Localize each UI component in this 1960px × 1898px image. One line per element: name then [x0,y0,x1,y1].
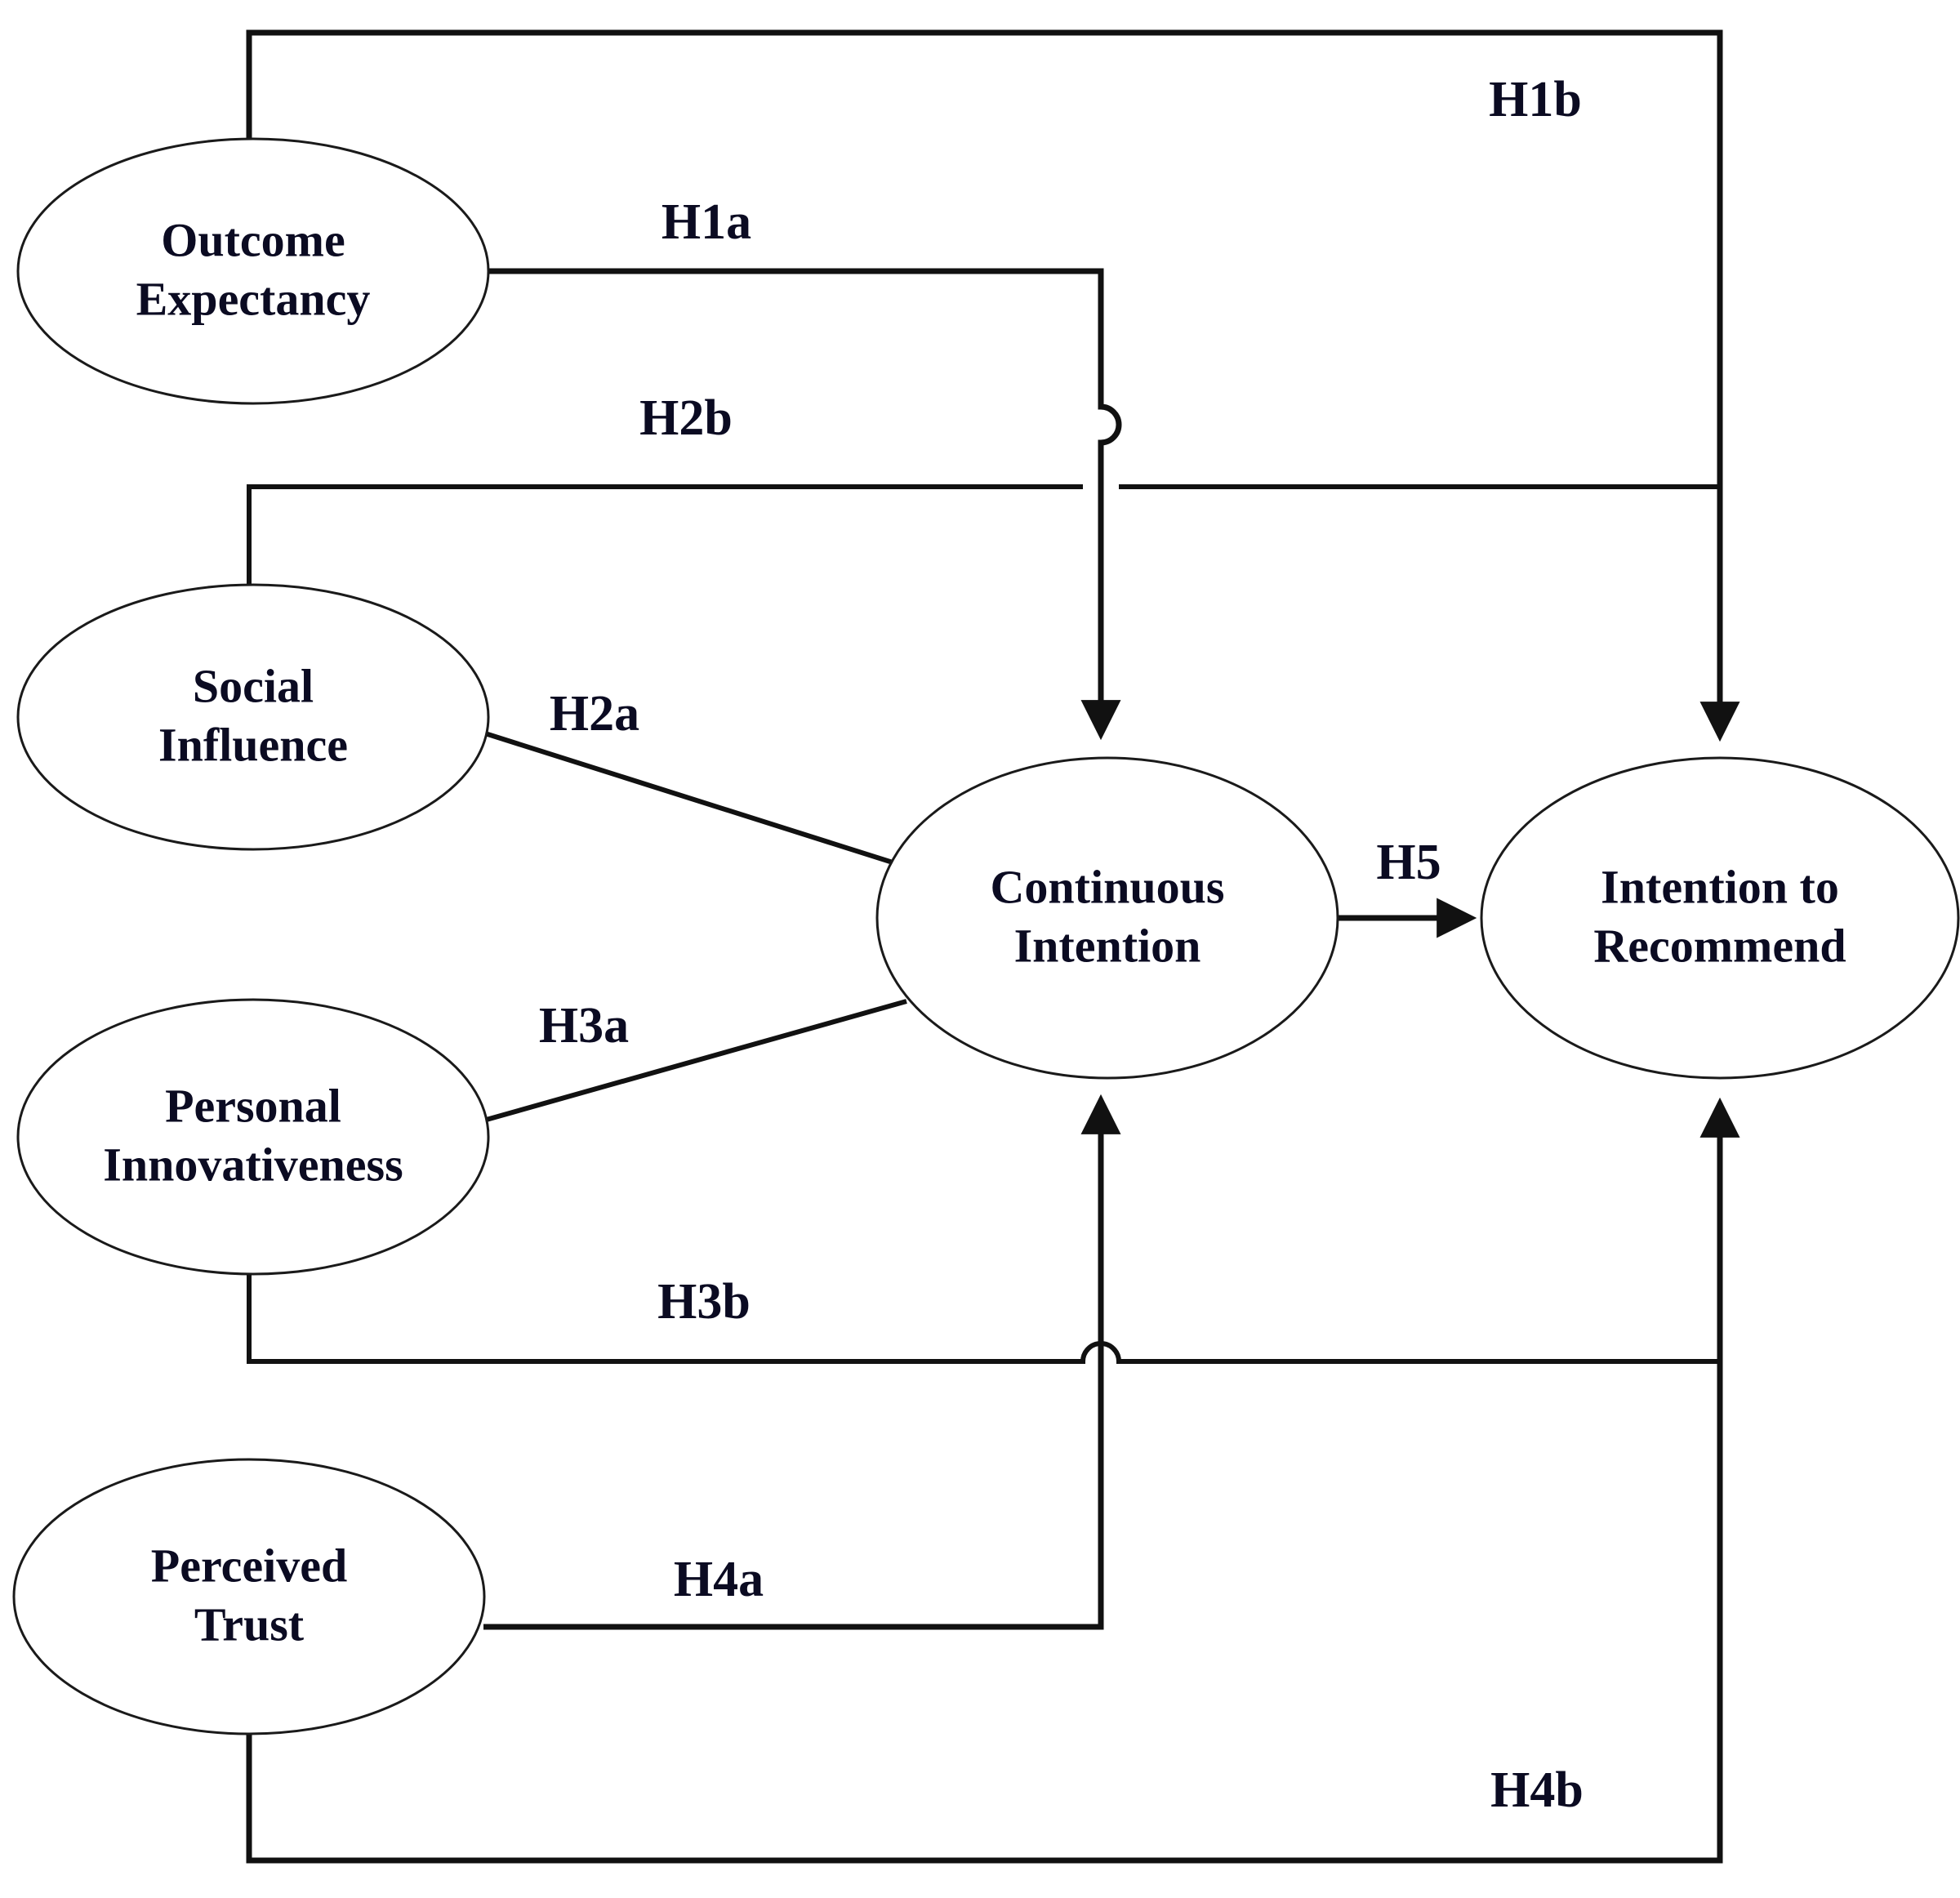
link-h1a [487,268,1122,741]
hypothesis-label-h2b: H2b [639,390,733,446]
label-intention-to-recommend-line1: Intention to [1601,860,1839,913]
node-social-influence[interactable]: Social Influence [16,583,490,851]
link-h4a [483,1094,1121,1630]
link-h1b [246,29,1740,742]
label-personal-innovativeness-line2: Innovativeness [103,1138,403,1191]
link-h3b [247,1272,1720,1364]
link-h2a [484,731,909,870]
hypothesis-label-h1a: H1a [662,194,751,250]
label-social-influence-line1: Social [193,659,314,712]
label-perceived-trust-line2: Trust [194,1597,305,1651]
ellipse-personal-innovativeness [16,998,490,1276]
ellipse-social-influence [16,583,490,851]
hypothesis-label-h1b: H1b [1489,72,1582,127]
label-continuous-intention-line1: Continuous [991,860,1225,913]
hypothesis-label-h4b: H4b [1490,1762,1584,1818]
node-personal-innovativeness[interactable]: Personal Innovativeness [16,998,490,1276]
label-social-influence-line2: Influence [158,718,348,771]
ellipse-outcome-expectancy [16,137,490,405]
node-intention-to-recommend[interactable]: Intention to Recommend [1480,756,1960,1080]
link-h2b [247,484,1720,586]
label-outcome-expectancy-line1: Outcome [161,213,345,266]
link-h3a [483,999,907,1123]
ellipse-perceived-trust [12,1458,486,1735]
node-outcome-expectancy[interactable]: Outcome Expectancy [16,137,490,405]
label-perceived-trust-line1: Perceived [151,1539,347,1592]
hypothesis-label-h3a: H3a [539,998,629,1054]
node-continuous-intention[interactable]: Continuous Intention [875,756,1339,1080]
label-personal-innovativeness-line1: Personal [165,1079,341,1132]
hypothesis-label-h5: H5 [1376,835,1441,890]
hypothesis-label-h3b: H3b [657,1274,751,1330]
ellipse-continuous-intention [875,756,1339,1080]
node-perceived-trust[interactable]: Perceived Trust [12,1458,486,1735]
link-h4b [246,1097,1740,1864]
ellipse-intention-to-recommend [1480,756,1960,1080]
label-continuous-intention-line2: Intention [1014,919,1201,972]
label-intention-to-recommend-line2: Recommend [1593,919,1846,972]
label-outcome-expectancy-line2: Expectancy [136,272,371,325]
hypothesis-label-h4a: H4a [674,1552,764,1607]
hypothesis-label-h2a: H2a [550,686,639,742]
